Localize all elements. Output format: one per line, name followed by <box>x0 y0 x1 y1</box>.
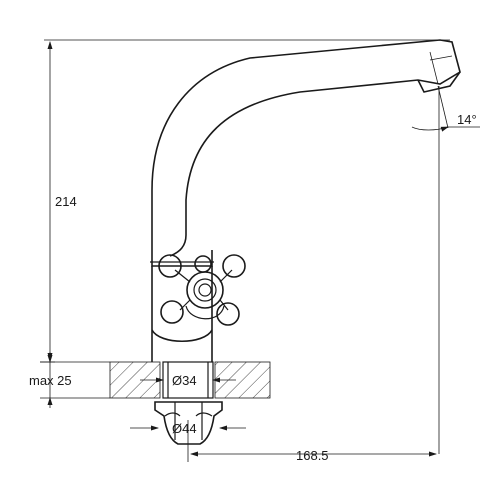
lock-nut <box>154 401 223 445</box>
thickness-label: max 25 <box>29 373 72 388</box>
angle-dimension: 14° <box>411 85 480 454</box>
height-dimension: 214 <box>40 39 450 363</box>
base-diameter-label: Ø44 <box>172 421 197 436</box>
faucet-body <box>150 39 461 362</box>
reach-label: 168.5 <box>296 448 329 463</box>
hole-diameter-label: Ø34 <box>172 373 197 388</box>
thickness-dimension: max 25 <box>29 352 72 408</box>
mounting-shank <box>162 361 214 399</box>
height-label: 214 <box>55 194 77 209</box>
hole-diameter-dimension: Ø34 <box>140 373 236 388</box>
cross-handle <box>158 254 246 326</box>
angle-label: 14° <box>457 112 477 127</box>
reach-dimension: 168.5 <box>187 420 437 463</box>
base-diameter-dimension: Ø44 <box>130 421 246 436</box>
